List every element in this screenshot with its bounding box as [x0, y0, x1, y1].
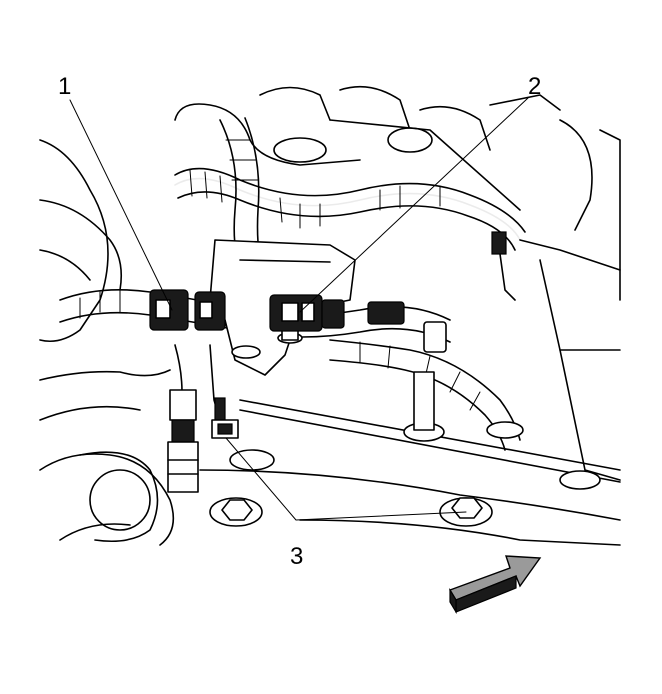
leader-line-1: [69, 99, 173, 311]
leader-line-2: [299, 97, 529, 313]
right-connector: [367, 231, 516, 353]
pulley-housing: [79, 451, 159, 543]
connector-1: [149, 289, 226, 331]
oxygen-sensor: [167, 344, 199, 493]
engine-block-outline: [39, 85, 621, 546]
connector-3: [209, 344, 239, 439]
callout-3: 3: [290, 543, 303, 570]
mounting-nuts: [209, 371, 601, 527]
leader-line-3: [225, 437, 467, 521]
front-direction-arrow-icon: [448, 555, 542, 615]
connector-2: [269, 294, 345, 332]
leader-lines: [69, 97, 529, 521]
callout-2: 2: [528, 73, 541, 100]
callout-1: 1: [58, 73, 71, 100]
